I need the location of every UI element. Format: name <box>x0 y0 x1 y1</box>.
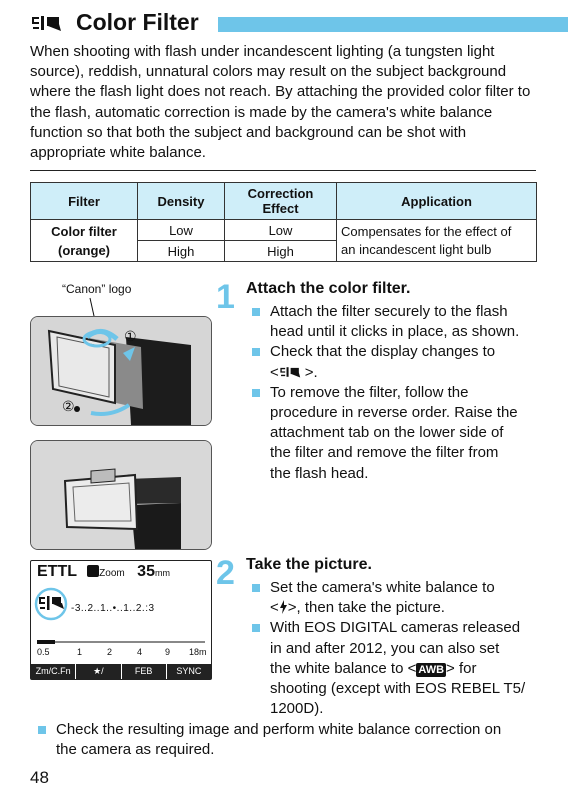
flash-lcd-panel: ETTL Zoom 35mm -3..2..1..•..1..2.:3 0.5 … <box>30 560 212 680</box>
table-cell-correction: High <box>224 240 337 262</box>
lcd-button-feb: FEB <box>120 664 166 679</box>
lcd-button-flash: ★/ <box>75 664 120 679</box>
flash-attached-illustration <box>31 441 211 549</box>
table-header: Density <box>137 182 225 220</box>
page-title: Color Filter <box>76 9 199 35</box>
table-header-row: Filter Density Correction Effect Applica… <box>30 182 537 220</box>
lcd-function-labels: Zm/C.Fn ★/ FEB SYNC <box>31 664 211 679</box>
color-filter-icon <box>280 366 300 378</box>
step-2-heading: Take the picture. <box>246 556 372 573</box>
step-number-2: 2 <box>216 554 235 592</box>
table-row: High High <box>31 240 537 262</box>
step-1-heading: Attach the color filter. <box>246 280 411 297</box>
lcd-button-sync: SYNC <box>165 664 211 679</box>
color-filter-lcd-icon <box>34 587 68 621</box>
final-note: Check the resulting image and perform wh… <box>34 720 544 760</box>
distance-scale-bar <box>37 640 205 644</box>
table-header: Correction Effect <box>224 182 337 220</box>
list-item: Set the camera's white balance to<>, the… <box>248 578 548 618</box>
page-number: 48 <box>30 768 49 787</box>
page-title-row: Color Filter <box>30 8 568 36</box>
table-cell-density: Low <box>137 219 225 241</box>
section-divider <box>30 170 536 171</box>
step-2-bullets: Set the camera's white balance to<>, the… <box>248 578 548 719</box>
callout-2: ② <box>62 398 75 414</box>
table-cell-density: High <box>137 240 225 262</box>
auto-zoom-icon <box>87 565 100 577</box>
table-row: Color filter(orange) Low Low Compensates… <box>30 219 537 262</box>
callout-1: ① <box>124 328 137 344</box>
filter-table: Filter Density Correction Effect Applica… <box>30 182 537 262</box>
color-filter-icon <box>32 16 61 31</box>
table-header: Application <box>336 182 537 220</box>
canon-logo-label: “Canon” logo <box>62 282 132 296</box>
table-cell-filter: Color filter(orange) <box>30 219 138 262</box>
filter-attach-photo <box>30 316 212 426</box>
exposure-scale: -3..2..1..•..1..2.:3 <box>71 603 155 614</box>
lcd-button-zoom: Zm/C.Fn <box>35 666 71 676</box>
lcd-top-line: ETTL Zoom 35mm <box>37 563 170 580</box>
intro-paragraph: When shooting with flash under incandesc… <box>30 43 531 162</box>
title-accent-bar <box>218 17 568 32</box>
table-header: Filter <box>30 182 138 220</box>
flash-bolt-icon <box>279 600 287 615</box>
flash-with-filter-illustration <box>31 317 211 425</box>
list-item: Check the resulting image and perform wh… <box>34 720 544 760</box>
step-number-1: 1 <box>216 278 235 316</box>
table-cell-correction: Low <box>224 219 337 241</box>
awb-icon: AWB <box>416 662 447 677</box>
list-item: Check that the display changes to<>. <box>248 342 548 382</box>
filter-attached-photo <box>30 440 212 550</box>
